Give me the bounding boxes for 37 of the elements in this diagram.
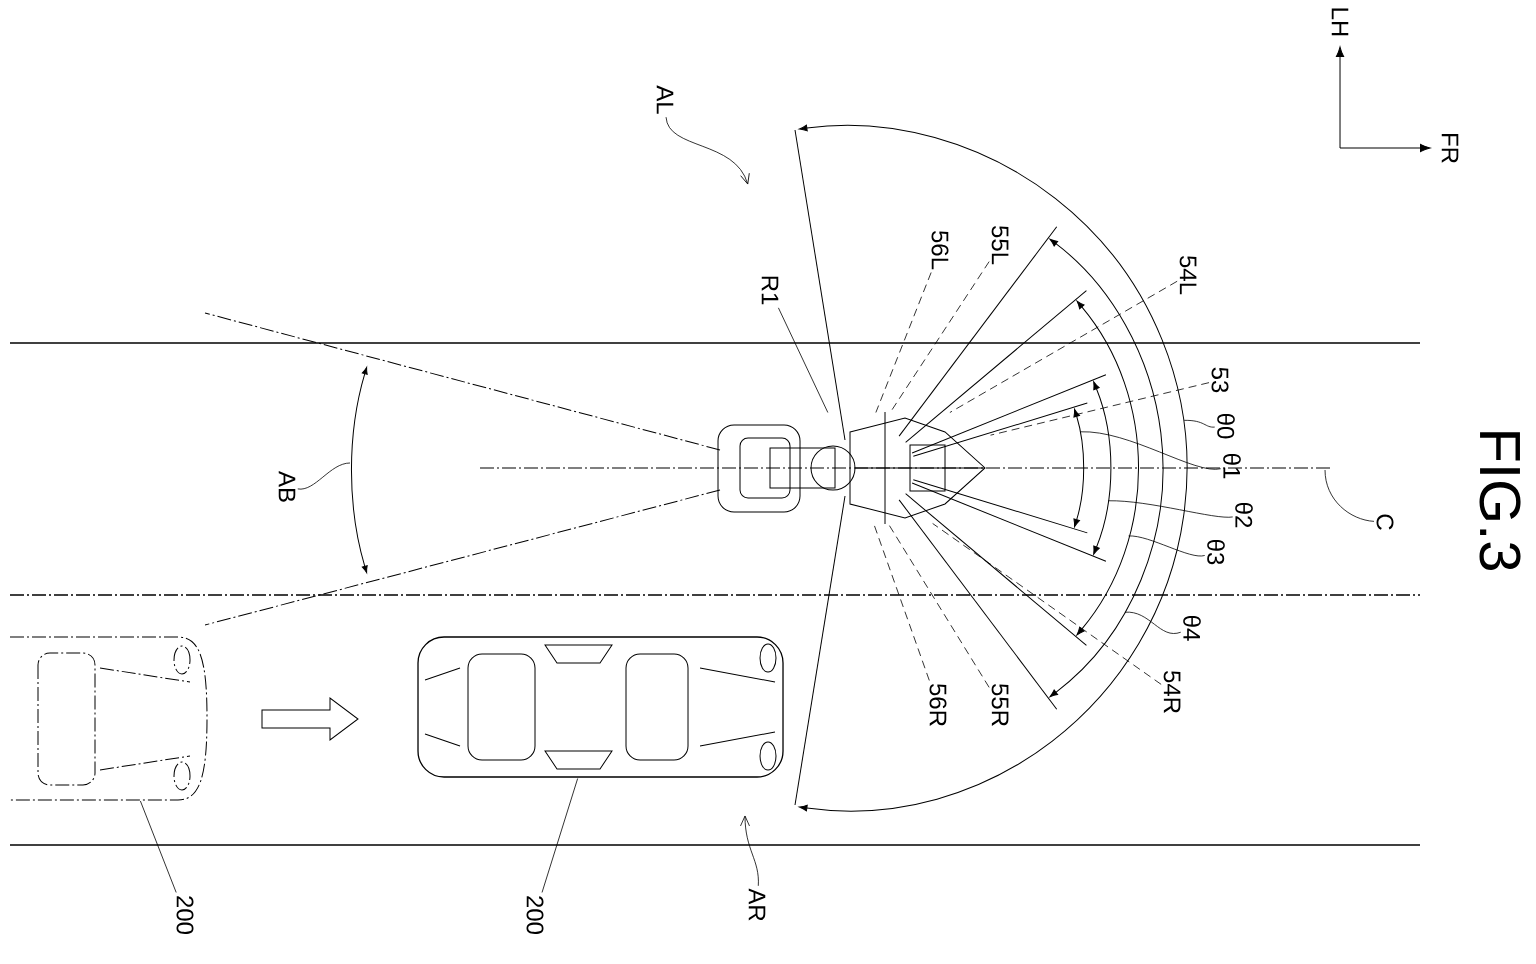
reference-label: 53 [1211, 367, 1229, 393]
reference-label: AR [748, 888, 766, 921]
motorcycle-drawing [717, 411, 986, 525]
car-drawing [9, 636, 208, 801]
axis-label: FR [1441, 133, 1459, 163]
angle-label: θ3 [1207, 539, 1225, 565]
leader-line [140, 800, 177, 893]
leader-line [949, 280, 1178, 413]
angle-label: θ2 [1235, 502, 1253, 528]
leader-line [875, 272, 932, 413]
reference-label: AL [656, 85, 674, 114]
figure-title: FIG.3 [1479, 432, 1521, 570]
leader-line [932, 523, 1162, 685]
angle-label: θ4 [1183, 615, 1201, 641]
leader-line [1107, 500, 1234, 518]
leader-line [1079, 431, 1222, 470]
leader-line [990, 382, 1210, 436]
angle-label: θ1 [1223, 453, 1241, 479]
reference-label: 200 [176, 896, 194, 935]
leader-line [740, 815, 759, 887]
angle-label: θ0 [1217, 413, 1235, 439]
leader-line [1124, 611, 1182, 634]
reference-label: 54L [1179, 255, 1197, 295]
reference-label: R1 [761, 276, 779, 305]
leader-line [1324, 469, 1375, 522]
reference-label: AB [278, 471, 296, 502]
axis-label: LH [1331, 8, 1349, 36]
reference-label: C [1376, 514, 1394, 530]
leader-line [297, 462, 351, 490]
car-drawing [417, 636, 784, 778]
leader-line [887, 523, 990, 688]
leader-line [778, 307, 829, 413]
leader-line [1128, 535, 1206, 557]
leader-line [665, 116, 750, 185]
reference-label: 200 [526, 896, 544, 935]
leader-line [1183, 419, 1216, 428]
leader-line [541, 778, 579, 893]
